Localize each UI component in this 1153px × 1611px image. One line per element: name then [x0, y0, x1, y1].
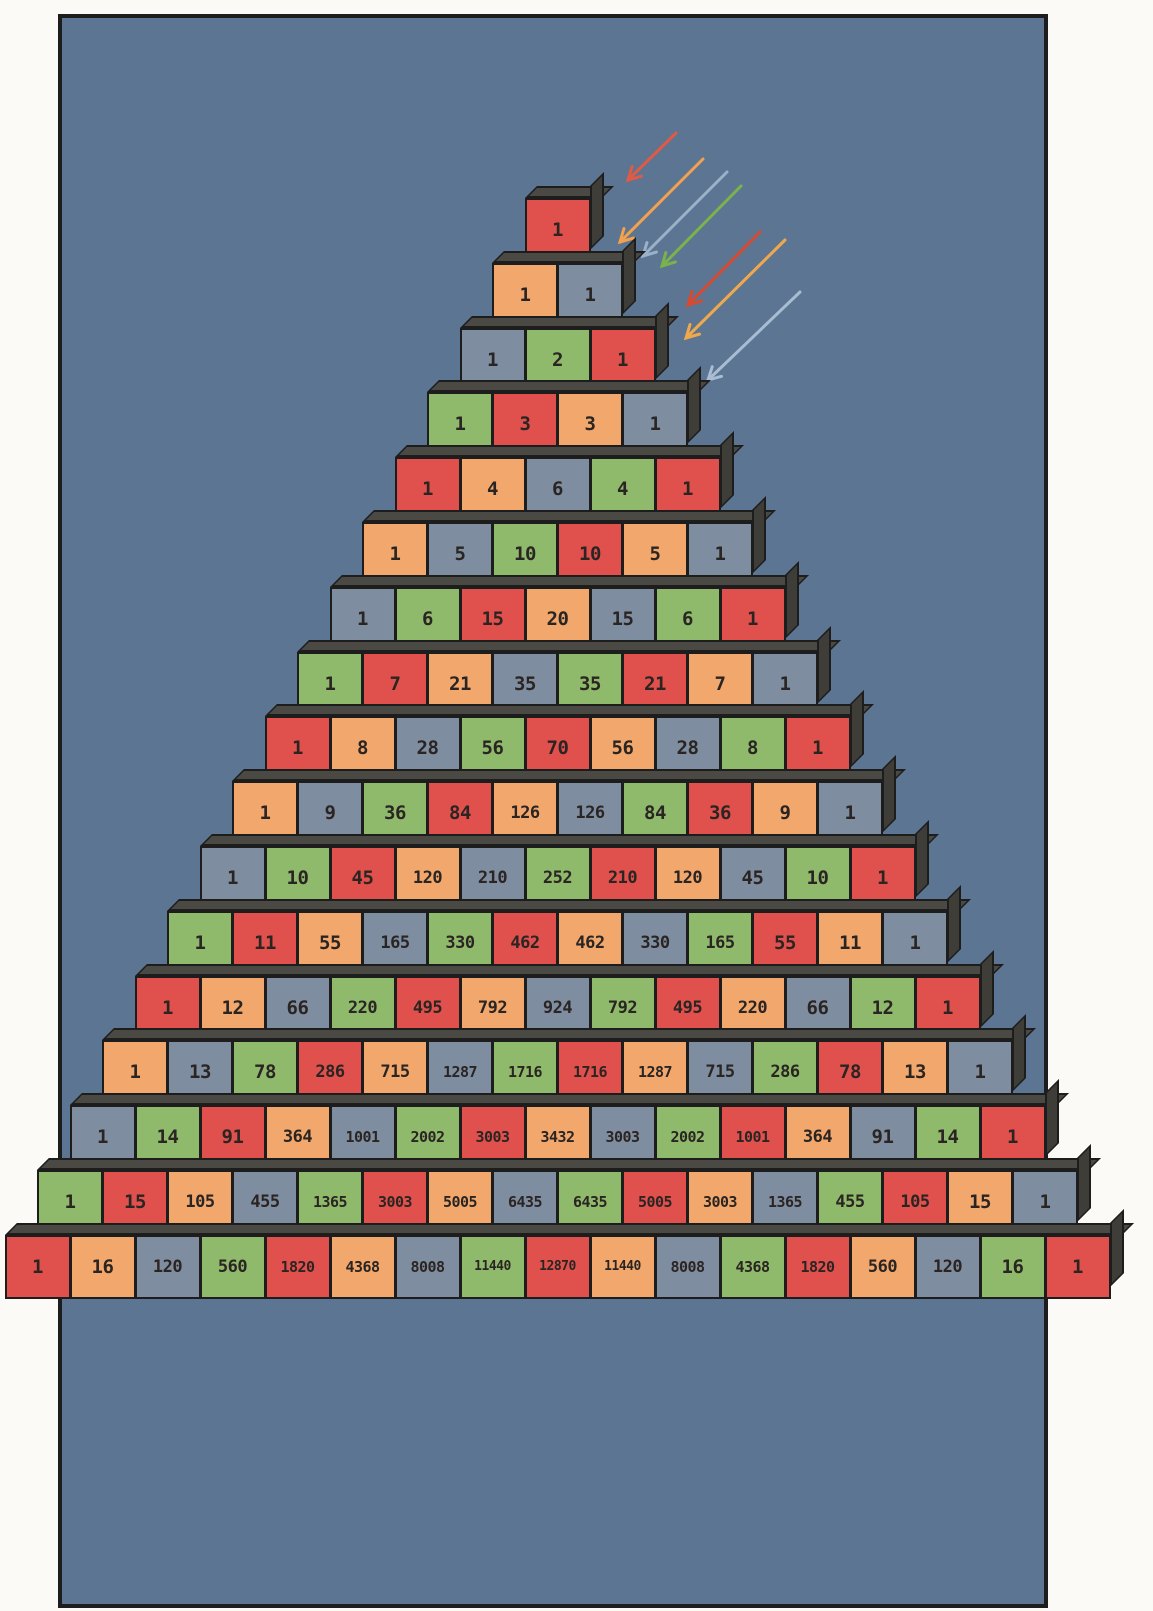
row-side-face [1110, 1209, 1124, 1287]
pascal-cell: 11440 [590, 1235, 656, 1299]
row-side-face [915, 820, 929, 898]
row-side-face [752, 496, 766, 574]
row-top-ledge [37, 1158, 1101, 1170]
pascal-cell: 1820 [785, 1235, 851, 1299]
row-side-face [590, 172, 604, 250]
row-top-ledge [427, 380, 711, 392]
pascal-cell: 11440 [460, 1235, 526, 1299]
row-top-ledge [167, 899, 971, 911]
pascal-cell: 1 [1045, 1235, 1111, 1299]
row-top-ledge [102, 1028, 1036, 1040]
pascal-cell: 8008 [655, 1235, 721, 1299]
row-top-ledge [460, 316, 679, 328]
pascal-cell: 120 [915, 1235, 981, 1299]
pascal-cell: 8008 [395, 1235, 461, 1299]
row-side-face [622, 237, 636, 315]
row-side-face [1077, 1144, 1091, 1222]
row-side-face [1012, 1014, 1026, 1092]
pascal-cell: 120 [135, 1235, 201, 1299]
pascal-cell: 1 [5, 1235, 71, 1299]
row-side-face [720, 431, 734, 509]
row-top-ledge [395, 445, 744, 457]
row-side-face [655, 302, 669, 380]
row-side-face [817, 626, 831, 704]
row-top-ledge [135, 964, 1004, 976]
row-side-face [1045, 1079, 1059, 1157]
row-top-ledge [70, 1093, 1069, 1105]
pascal-cell: 4368 [330, 1235, 396, 1299]
row-top-ledge [265, 704, 874, 716]
pascal-cell: 16 [70, 1235, 136, 1299]
pascal-cell: 12870 [525, 1235, 591, 1299]
pascal-cell: 560 [850, 1235, 916, 1299]
row-top-ledge [232, 769, 906, 781]
pascal-cell: 1820 [265, 1235, 331, 1299]
row-side-face [947, 885, 961, 963]
row-top-ledge [200, 834, 939, 846]
row-top-ledge [330, 575, 809, 587]
row-side-face [687, 366, 701, 444]
row-side-face [980, 950, 994, 1028]
pascal-cell: 4368 [720, 1235, 786, 1299]
row-side-face [785, 561, 799, 639]
row-top-ledge [297, 640, 841, 652]
row-top-ledge [362, 510, 776, 522]
row-side-face [850, 690, 864, 768]
row-side-face [882, 755, 896, 833]
pascal-cell: 560 [200, 1235, 266, 1299]
pascal-cell: 16 [980, 1235, 1046, 1299]
row-top-ledge [5, 1223, 1134, 1235]
